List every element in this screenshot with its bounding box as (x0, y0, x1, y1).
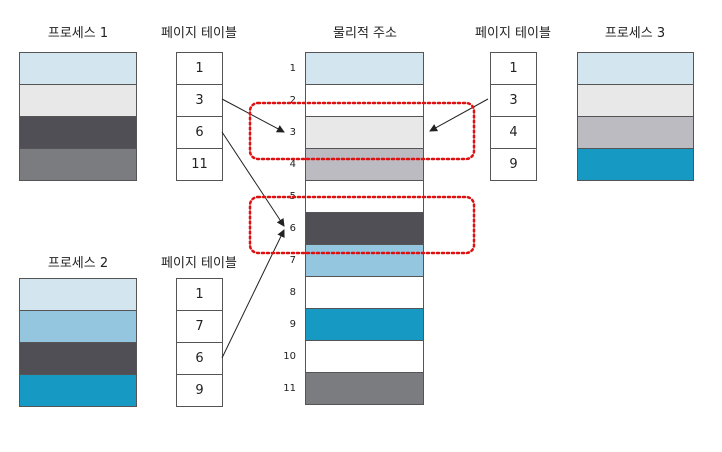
process1-page-table-title: 페이지 테이블 (161, 26, 237, 41)
process1-page-table-entry: 3 (176, 84, 223, 117)
process1-page-table-entry: 6 (176, 116, 223, 149)
process2-page-table-entry: 9 (176, 374, 223, 407)
frame-number: 1 (289, 63, 296, 74)
frame-number: 10 (283, 351, 296, 362)
process1-title: 프로세스 1 (47, 26, 109, 41)
process2-page-4 (19, 374, 137, 407)
frame-number: 8 (289, 287, 296, 298)
process1-page-table-entry: 11 (176, 148, 223, 181)
process2-page-table-entry: 6 (176, 342, 223, 375)
physical-frame-6 (305, 212, 424, 245)
highlight-frame-6 (248, 195, 476, 255)
process2-title: 프로세스 2 (47, 256, 109, 271)
process2-page-1 (19, 278, 137, 311)
highlight-frame-3 (248, 101, 476, 161)
physical-frame-10 (305, 340, 424, 373)
frame-number: 4 (289, 159, 296, 170)
process3-page-3 (577, 116, 694, 149)
physical-frame-11 (305, 372, 424, 405)
physical-frame-8 (305, 276, 424, 309)
frame-number: 6 (289, 223, 296, 234)
process2-page-table-entry: 7 (176, 310, 223, 343)
process1-page-table-entry: 1 (176, 52, 223, 85)
process2-page-2 (19, 310, 137, 343)
process3-page-table-title: 페이지 테이블 (475, 26, 551, 41)
process3-page-table-entry: 9 (490, 148, 537, 181)
process3-title: 프로세스 3 (604, 26, 666, 41)
physical-frame-9 (305, 308, 424, 341)
arrow-p1-page3-to-frame6 (221, 131, 285, 227)
physical-frame-3 (305, 116, 424, 149)
arrow-p3-page2-to-frame3 (429, 98, 489, 132)
arrow-p1-page2-to-frame3 (221, 98, 285, 133)
process3-page-4 (577, 148, 694, 181)
physical-address-title: 물리적 주소 (333, 26, 397, 41)
frame-number: 3 (289, 127, 296, 138)
frame-number: 2 (289, 95, 296, 106)
process1-page-4 (19, 148, 137, 181)
frame-number: 9 (289, 319, 296, 330)
arrow-p2-page3-to-frame6 (221, 229, 285, 359)
process1-page-1 (19, 52, 137, 85)
frame-number: 7 (289, 255, 296, 266)
process1-page-2 (19, 84, 137, 117)
process2-page-3 (19, 342, 137, 375)
frame-number: 11 (283, 383, 296, 394)
process2-page-table-title: 페이지 테이블 (161, 256, 237, 271)
